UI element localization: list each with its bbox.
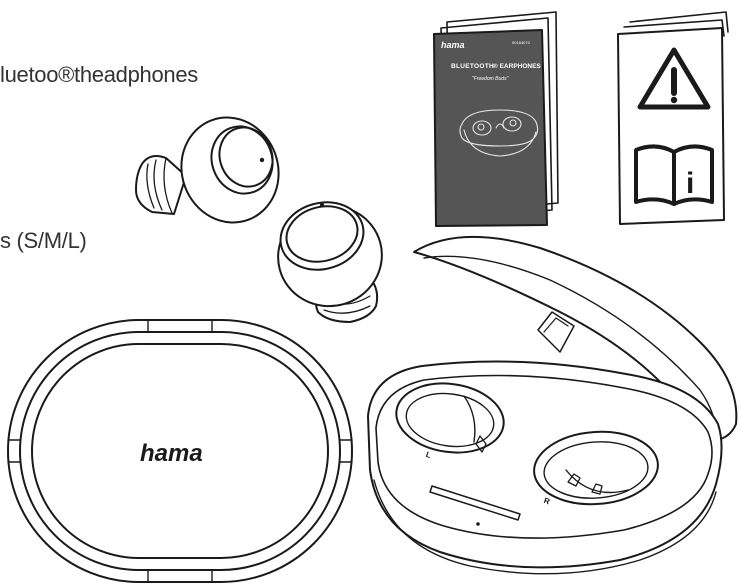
left-slot-mark: L (425, 450, 433, 460)
closed-charging-case: hama (7, 319, 353, 583)
warning-triangle-icon (637, 47, 711, 110)
headphones-label: luetoo®theadphones (0, 62, 198, 87)
manual-title-b: ® EARPHONES (493, 62, 541, 70)
left-earbud (135, 116, 280, 224)
info-book-icon: i (634, 144, 714, 206)
right-earbud (277, 201, 383, 323)
manual-brand: hama (441, 40, 465, 50)
manual-subtitle: "Freedom Buds" (472, 76, 509, 82)
manual-case-sketch (459, 109, 539, 157)
svg-text:i: i (686, 167, 694, 200)
right-slot-mark: R (543, 496, 552, 507)
status-led (476, 522, 480, 526)
manual-code: 00184070 (512, 40, 531, 45)
open-charging-case: L R (367, 236, 738, 575)
manual-booklet: hama 00184070 BLUETOOTH ® EARPHONES "Fre… (433, 11, 559, 227)
ear-tips-label: s (S/M/L) (0, 228, 87, 253)
manual-title-a: BLUETOOTH (451, 63, 494, 70)
safety-booklet: i (617, 11, 729, 225)
case-lid-brand: hama (140, 440, 203, 467)
